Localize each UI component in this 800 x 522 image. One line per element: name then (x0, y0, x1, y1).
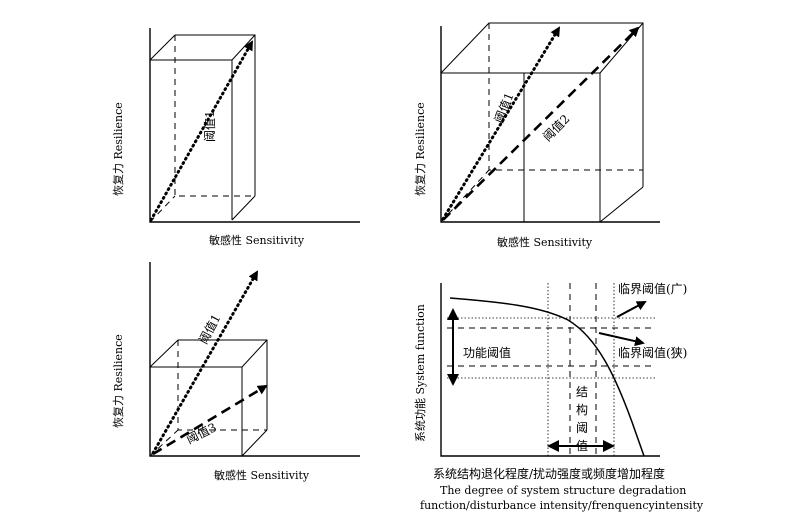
panel-1-box-edges (149, 34, 256, 221)
panel-2-threshold-1-label: 阈值1 (491, 90, 517, 125)
panel-4-structure-threshold-char-1: 结 (576, 385, 588, 399)
panel-4-structure-threshold-char-3: 阈 (576, 420, 588, 435)
panel-4-function-threshold-label: 功能阈值 (463, 345, 511, 360)
panel-3: 阈值1 阈值3 恢复力 Resilience 敏感性 Sensitivity (111, 262, 360, 482)
panel-2-threshold-1-arrow (441, 26, 561, 221)
panel-2-box-right (524, 22, 644, 223)
panel-4-critical-wide-arrow (616, 301, 647, 318)
panel-4-arrow-head-right (603, 440, 615, 452)
panel-4-y-axis-label: 系统功能 System function (413, 304, 427, 442)
panel-1-threshold-label: 阈值1 (202, 110, 217, 142)
panel-4-x-axis-label-cn: 系统结构退化程度/扰动强度或频度增加程度 (433, 466, 665, 481)
panel-4-x-axis-label-en-1: The degree of system structure degradati… (440, 484, 686, 497)
panel-2-threshold-2-label: 阈值2 (540, 111, 573, 144)
panel-4-critical-wide-label: 临界阈值(广) (618, 281, 687, 296)
panel-2-y-axis-label: 恢复力 Resilience (413, 102, 427, 196)
panel-1-y-axis-label: 恢复力 Resilience (111, 102, 125, 196)
panel-1: 阈值1 恢复力 Resilience 敏感性 Sensitivity (111, 28, 360, 247)
panel-2-box-top (440, 22, 644, 187)
panel-4: 功能阈值 结 构 阈 值 临界阈值(广) 临界阈值(狭) 系统功能 System… (413, 281, 704, 512)
panel-3-x-axis-label: 敏感性 Sensitivity (214, 468, 310, 482)
panel-3-threshold-1-label: 阈值1 (195, 311, 223, 346)
panel-4-critical-narrow-arrow (598, 332, 645, 347)
panel-1-threshold-arrow (149, 40, 254, 222)
panel-3-box-top (149, 339, 268, 430)
panel-4-arrow-head-up (447, 308, 459, 320)
panel-4-function-curve (449, 297, 645, 457)
panel-4-structure-threshold-char-4: 值 (576, 438, 588, 453)
panel-3-threshold-3-label: 阈值3 (184, 419, 219, 446)
panel-4-arrow-head-down (447, 374, 459, 386)
panel-3-threshold-1-arrow (151, 270, 259, 455)
panel-2-x-axis-label: 敏感性 Sensitivity (497, 235, 593, 249)
panel-1-box-hidden (149, 35, 255, 223)
panel-2-threshold-2-arrow (442, 26, 640, 221)
panel-3-box-hidden (149, 340, 267, 457)
panel-4-x-axis-label-en-2: function/disturbance intensity/frenquenc… (420, 499, 704, 512)
panel-3-y-axis-label: 恢复力 Resilience (111, 334, 125, 428)
panel-4-structure-threshold-char-2: 构 (576, 402, 588, 417)
panel-3-axes (149, 262, 360, 457)
panel-3-box-edges (241, 339, 268, 457)
panel-4-arrow-head-left (547, 440, 559, 452)
panel-2: 阈值1 阈值2 恢复力 Resilience 敏感性 Sensitivity (413, 22, 660, 249)
panel-4-critical-narrow-label: 临界阈值(狭) (618, 345, 687, 360)
panel-4-axes (440, 283, 660, 457)
panel-1-x-axis-label: 敏感性 Sensitivity (209, 233, 305, 247)
panel-3-threshold-3-arrow (152, 384, 268, 456)
